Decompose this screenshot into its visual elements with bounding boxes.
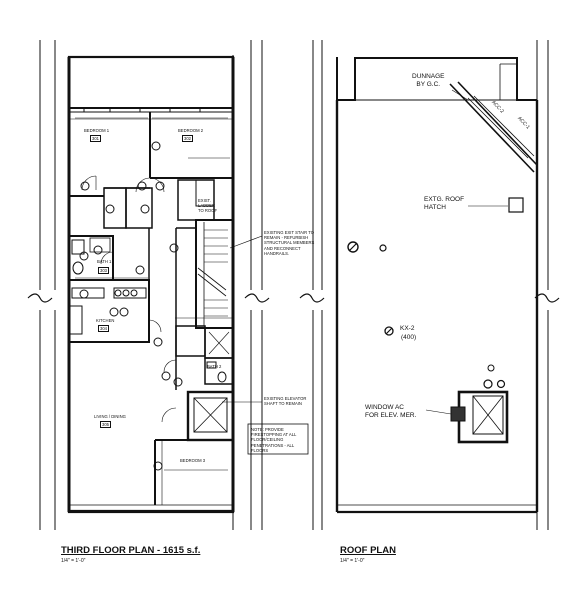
living-label: LIVING / DINING — [94, 414, 126, 419]
dunnage-note: DUNNAGE BY G.C. — [412, 73, 445, 88]
bedroom2-number: 302 — [182, 135, 193, 142]
third-floor-plan-title: THIRD FLOOR PLAN - 1615 s.f. — [61, 545, 201, 556]
kitchen-label: KITCHEN — [96, 318, 115, 323]
kx2-label: KX-2 — [400, 325, 415, 332]
bedroom3-label: BEDROOM 3 — [180, 458, 206, 463]
living-number: 305 — [100, 421, 111, 428]
roof-hatch-note: EXTG. ROOF HATCH — [424, 196, 465, 211]
roof-plan — [299, 40, 560, 530]
roof-plan-title: ROOF PLAN — [340, 545, 396, 556]
ladder-note: EXIST. LADDER TO ROOF — [198, 198, 217, 213]
firestop-note: NOTE: PROVIDE FIRESTOPPING AT ALL FLOOR/… — [251, 427, 297, 453]
bath1-label: BATH 1 — [97, 259, 112, 264]
stair-note: EXISTING EXIT STAIR TO REMAIN - REFURBIS… — [264, 230, 315, 256]
roof-plan-scale: 1/4" = 1'-0" — [340, 558, 365, 564]
window-ac-note: WINDOW AC FOR ELEV. MER. — [365, 404, 417, 419]
bedroom2-label: BEDROOM 2 — [178, 128, 204, 133]
kitchen-number: 304 — [98, 325, 109, 332]
kx2-sub-label: (400) — [401, 334, 417, 341]
third-floor-plan — [27, 40, 309, 530]
bath2-label: BATH 2 — [207, 364, 222, 369]
bedroom1-number: 301 — [90, 135, 101, 142]
bath1-number: 303 — [98, 267, 109, 274]
bedroom1-label: BEDROOM 1 — [84, 128, 110, 133]
elevator-note: EXISTING ELEVATOR SHAFT TO REMAIN — [264, 396, 307, 407]
third-floor-plan-scale: 1/4" = 1'-0" — [61, 558, 86, 564]
